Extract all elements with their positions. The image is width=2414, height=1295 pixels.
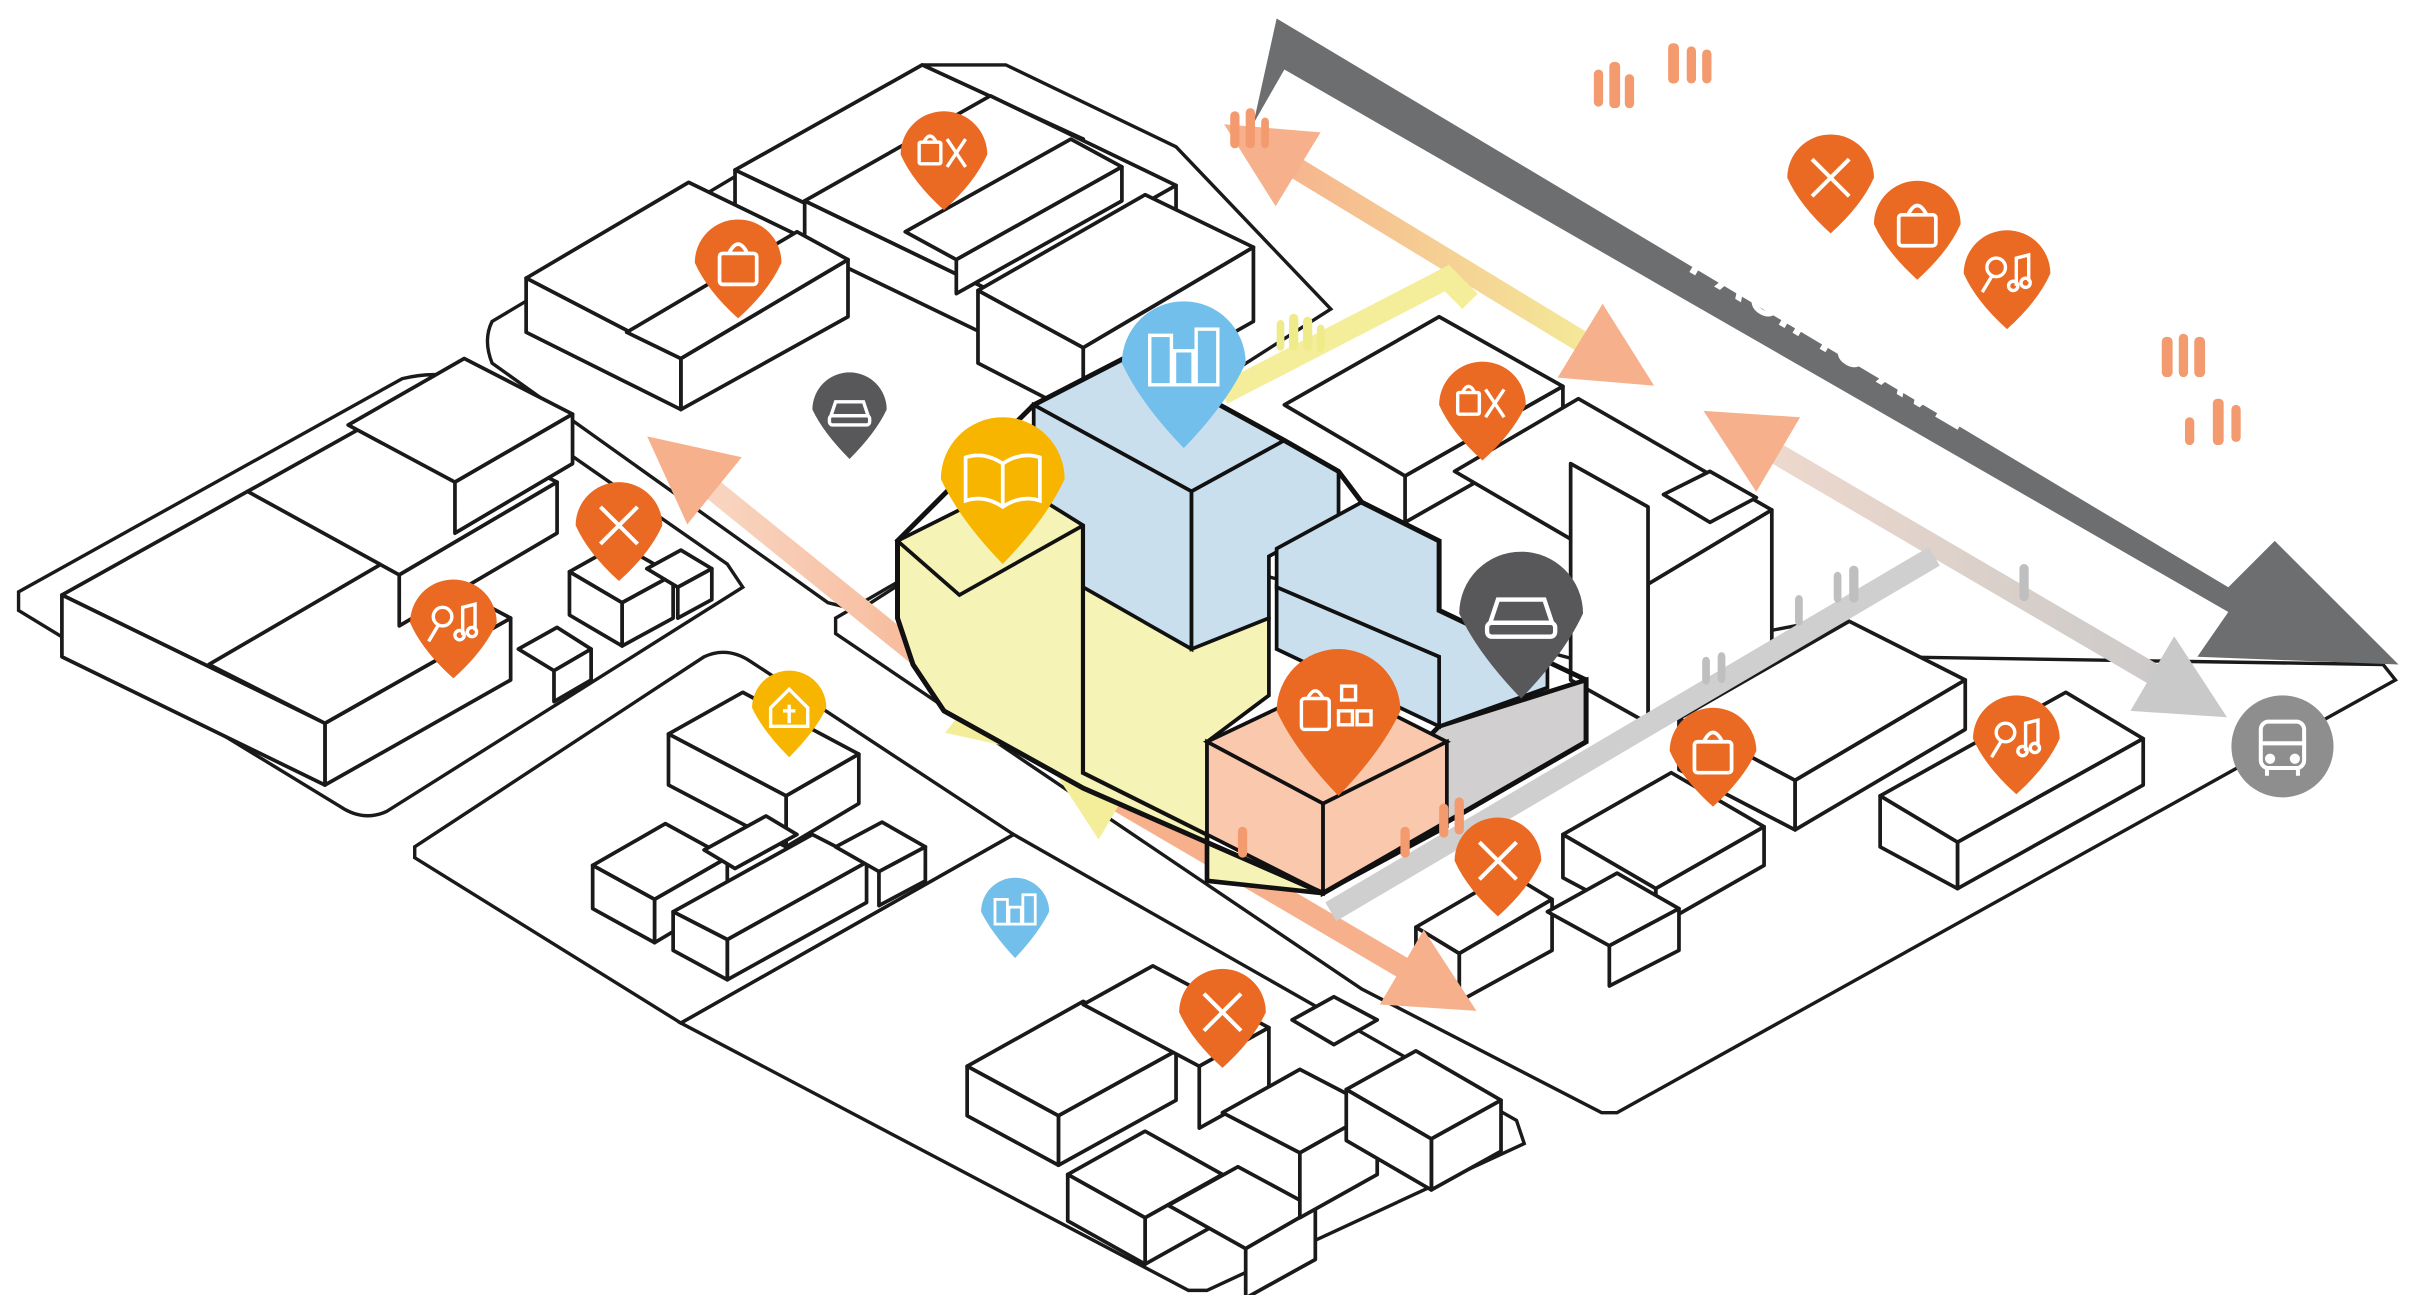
music-microphone-icon xyxy=(1990,717,2042,759)
housing-pin-main[interactable] xyxy=(1121,301,1246,449)
bus-pin[interactable] xyxy=(2231,695,2334,798)
pedestrian-arrow-connector xyxy=(1217,264,1478,404)
dining-pin-south[interactable] xyxy=(1179,968,1266,1068)
apartment-buildings-icon xyxy=(993,893,1037,926)
block-north xyxy=(485,63,1334,613)
people-group-plaza xyxy=(1276,313,1325,353)
people-group-pacific-east xyxy=(2161,333,2241,446)
dining-pin-south-east[interactable] xyxy=(1454,817,1542,917)
house-cross-icon xyxy=(768,686,810,729)
shopping-bag-icon xyxy=(1896,203,1938,248)
dining-pin-west[interactable] xyxy=(575,482,663,582)
car-icon xyxy=(827,400,872,427)
shopping-pin[interactable] xyxy=(694,219,782,319)
street-label: PACIFIC AVE xyxy=(1682,234,1984,441)
shopping-dining-pin[interactable] xyxy=(900,111,988,211)
apartment-buildings-icon xyxy=(1148,327,1220,387)
music-microphone-icon xyxy=(427,602,479,643)
fork-knife-icon xyxy=(1477,840,1518,881)
entertainment-pin-pacific[interactable] xyxy=(1963,230,2051,330)
shopping-bag-icon xyxy=(1692,730,1734,775)
fork-knife-icon xyxy=(598,505,639,546)
people-figures xyxy=(1230,43,2241,858)
music-microphone-icon xyxy=(1980,252,2032,293)
service-lane xyxy=(1325,547,1940,922)
transit-arrow-east xyxy=(1703,410,2228,718)
fork-knife-icon xyxy=(1810,157,1851,198)
shopping-pin-east[interactable] xyxy=(1669,707,1757,807)
library-pin[interactable] xyxy=(940,417,1065,565)
childcare-retail-pin[interactable] xyxy=(1276,649,1401,796)
fork-knife-icon xyxy=(1202,992,1243,1033)
parking-pin-west[interactable] xyxy=(812,372,887,459)
pedestrian-arrow-north xyxy=(1224,124,1655,386)
shopping-bag-utensils-icon xyxy=(917,134,968,168)
shopping-dining-pin-east[interactable] xyxy=(1439,361,1526,461)
open-book-icon xyxy=(963,453,1042,510)
people-group-pacific-north xyxy=(1230,43,1712,149)
school-pin[interactable] xyxy=(752,670,827,758)
car-icon xyxy=(1484,597,1558,639)
block-south xyxy=(677,832,1527,1293)
people-group-transit xyxy=(1702,564,2029,685)
entertainment-pin-east[interactable] xyxy=(1972,695,2060,795)
shopping-bag-icon xyxy=(717,242,759,287)
parking-pin-main[interactable] xyxy=(1459,551,1584,699)
map-pins xyxy=(410,111,2334,1068)
pacific-ave-arrow xyxy=(1253,18,2399,665)
people-group-retail xyxy=(1237,797,1464,858)
shopping-pin-pacific[interactable] xyxy=(1873,180,1961,280)
shopping-bag-utensils-icon xyxy=(1455,384,1506,419)
bus-icon xyxy=(2258,719,2307,776)
dining-pin-pacific[interactable] xyxy=(1787,134,1874,234)
shopping-bag-abc-blocks-icon xyxy=(1299,684,1373,732)
housing-pin-south[interactable] xyxy=(981,877,1050,959)
entertainment-pin-west[interactable] xyxy=(410,579,497,679)
